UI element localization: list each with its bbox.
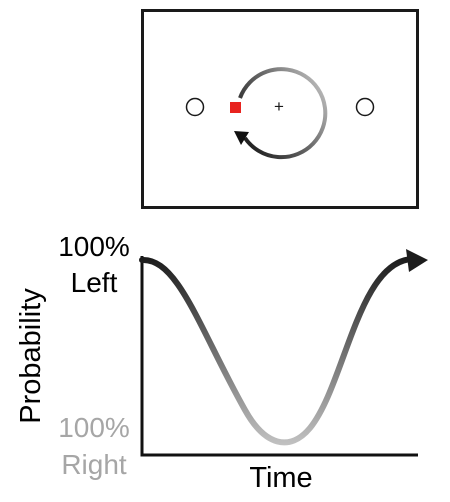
probability-curve [139, 256, 415, 446]
curve-arrowhead [406, 249, 428, 272]
x-axis-label: Time [249, 462, 312, 494]
right-target-circle [355, 97, 375, 117]
red-square-marker [230, 102, 241, 113]
rotation-arrowhead [234, 131, 249, 145]
rotation-ring [238, 67, 328, 160]
fixation-cross: + [274, 97, 284, 116]
bottom-level-side: Right [61, 449, 127, 480]
top-level-percent: 100% [58, 231, 130, 262]
bottom-level-percent: 100% [58, 412, 130, 443]
probability-plot: Probability 100% Left 100% Right Time [15, 231, 428, 494]
left-target-circle [185, 97, 205, 117]
top-level-side: Left [71, 267, 118, 298]
stimulus-panel: + [141, 9, 419, 209]
y-axis-label: Probability [15, 288, 47, 424]
